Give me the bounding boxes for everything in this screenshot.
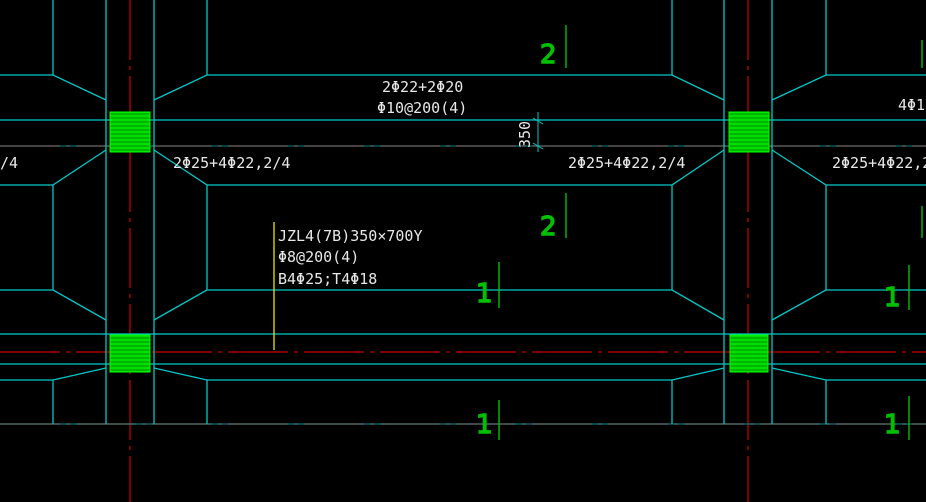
columns [109, 111, 770, 373]
section-mark-2[interactable]: 2 [539, 39, 557, 70]
haunch-outline [153, 367, 208, 424]
reinforcement-annotations: 2Φ22+2Φ20 Φ10@200(4) 2Φ25+4Φ22,2/4 2Φ25+… [0, 78, 926, 288]
support-rebar-right[interactable]: 2Φ25+4Φ22,2/4 [832, 154, 926, 172]
column-bottom-left[interactable] [109, 334, 151, 373]
edge-rebar-right[interactable]: 4Φ1 [898, 96, 925, 114]
section-mark-2[interactable]: 2 [539, 211, 557, 242]
column-top-left[interactable] [109, 111, 151, 153]
haunch-outline [671, 149, 725, 321]
foundation-beams [0, 0, 926, 425]
dimension-350[interactable]: 350 [516, 112, 544, 152]
section-mark-1[interactable]: 1 [475, 409, 493, 440]
section-markers: 2 2 1 1 1 1 [475, 25, 923, 441]
column-top-right[interactable] [728, 111, 770, 153]
dimension-tick [532, 142, 544, 150]
haunch-outline [0, 74, 107, 101]
edge-rebar-left[interactable]: /4 [0, 154, 18, 172]
beam-stirrup[interactable]: Φ8@200(4) [278, 248, 359, 266]
top-beam-rebar[interactable]: 2Φ22+2Φ20 [382, 78, 463, 96]
haunch-outline [671, 367, 725, 424]
dimension-text: 350 [516, 121, 534, 148]
beam-longitudinal-bars[interactable]: B4Φ25;T4Φ18 [278, 270, 377, 288]
haunch-outline [52, 149, 107, 321]
haunch-outline [153, 149, 208, 321]
support-rebar-mid[interactable]: 2Φ25+4Φ22,2/4 [568, 154, 685, 172]
haunch-outline [771, 149, 827, 321]
section-mark-1[interactable]: 1 [883, 282, 901, 313]
haunch-outline [771, 367, 827, 424]
top-beam-stirrup[interactable]: Φ10@200(4) [377, 99, 467, 117]
dimension-tick [532, 117, 544, 125]
support-rebar-left[interactable]: 2Φ25+4Φ22,2/4 [173, 154, 290, 172]
haunch-outline [52, 367, 107, 424]
column-bottom-right[interactable] [729, 334, 769, 373]
haunch-outline [153, 74, 725, 101]
beam-designation[interactable]: JZL4(7B)350×700Y [278, 227, 423, 245]
section-mark-1[interactable]: 1 [883, 409, 901, 440]
section-mark-1[interactable]: 1 [475, 278, 493, 309]
